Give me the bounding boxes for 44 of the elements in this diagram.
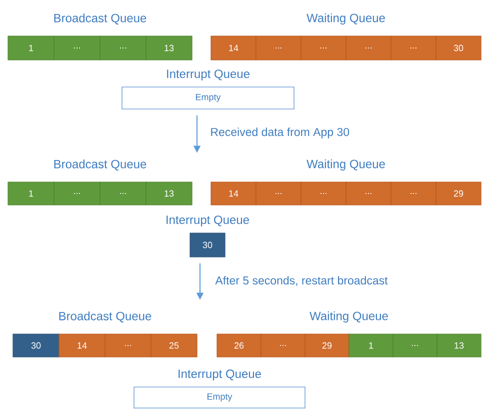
queue-cell: ...	[346, 182, 392, 206]
queue-cell: 26	[216, 334, 262, 358]
queue-cell: ...	[300, 182, 346, 206]
queue-cell: 14	[210, 36, 256, 60]
queue-box: Empty	[122, 86, 294, 110]
queue-cell: ...	[390, 182, 436, 206]
queue-box: Empty	[134, 386, 306, 408]
queue-cell: 14	[210, 182, 256, 206]
queue-cell: 13	[436, 334, 482, 358]
queue-cell: 1	[348, 334, 394, 358]
queue-heading: Waiting Queue	[310, 311, 388, 323]
queue-cell: ...	[100, 182, 146, 206]
queue-cell: ...	[346, 36, 392, 60]
queue-cell: 30	[12, 334, 60, 358]
queue-heading: Waiting Queue	[306, 13, 385, 25]
queue-heading: Broadcast Queue	[59, 312, 152, 322]
queue-heading: Interrupt Queue	[166, 216, 249, 226]
queue-cell: ...	[300, 36, 346, 60]
queue-cell: 25	[150, 334, 198, 358]
queue-cell: ...	[54, 182, 100, 206]
queue-cell: ...	[392, 334, 438, 358]
queue-cell: ...	[104, 334, 152, 358]
queue-heading: Interrupt Queue	[167, 70, 250, 80]
edge-label: After 5 seconds, restart broadcast	[215, 276, 388, 286]
queue-cell: 29	[304, 334, 350, 358]
queue-cell: ...	[260, 334, 306, 358]
queue-heading: Broadcast Queue	[54, 160, 146, 170]
queue-cell: ...	[256, 182, 302, 206]
queue-cell: 30	[436, 36, 482, 60]
queue-heading: Interrupt Queue	[178, 370, 261, 380]
queue-cell: ...	[100, 36, 146, 60]
queue-box: 30	[190, 232, 226, 258]
queue-cell: ...	[390, 36, 436, 60]
queue-cell: 13	[146, 182, 192, 206]
queue-cell: ...	[54, 36, 100, 60]
queue-heading: Waiting Queue	[306, 159, 385, 171]
edge-label: Received data from App 30	[211, 128, 350, 138]
queue-cell: 1	[8, 36, 54, 60]
queue-cell: ...	[256, 36, 302, 60]
queue-cell: 14	[58, 334, 106, 358]
queue-cell: 13	[146, 36, 192, 60]
queue-cell: 29	[436, 182, 482, 206]
queue-cell: 1	[8, 182, 54, 206]
queue-heading: Broadcast Queue	[54, 14, 146, 24]
